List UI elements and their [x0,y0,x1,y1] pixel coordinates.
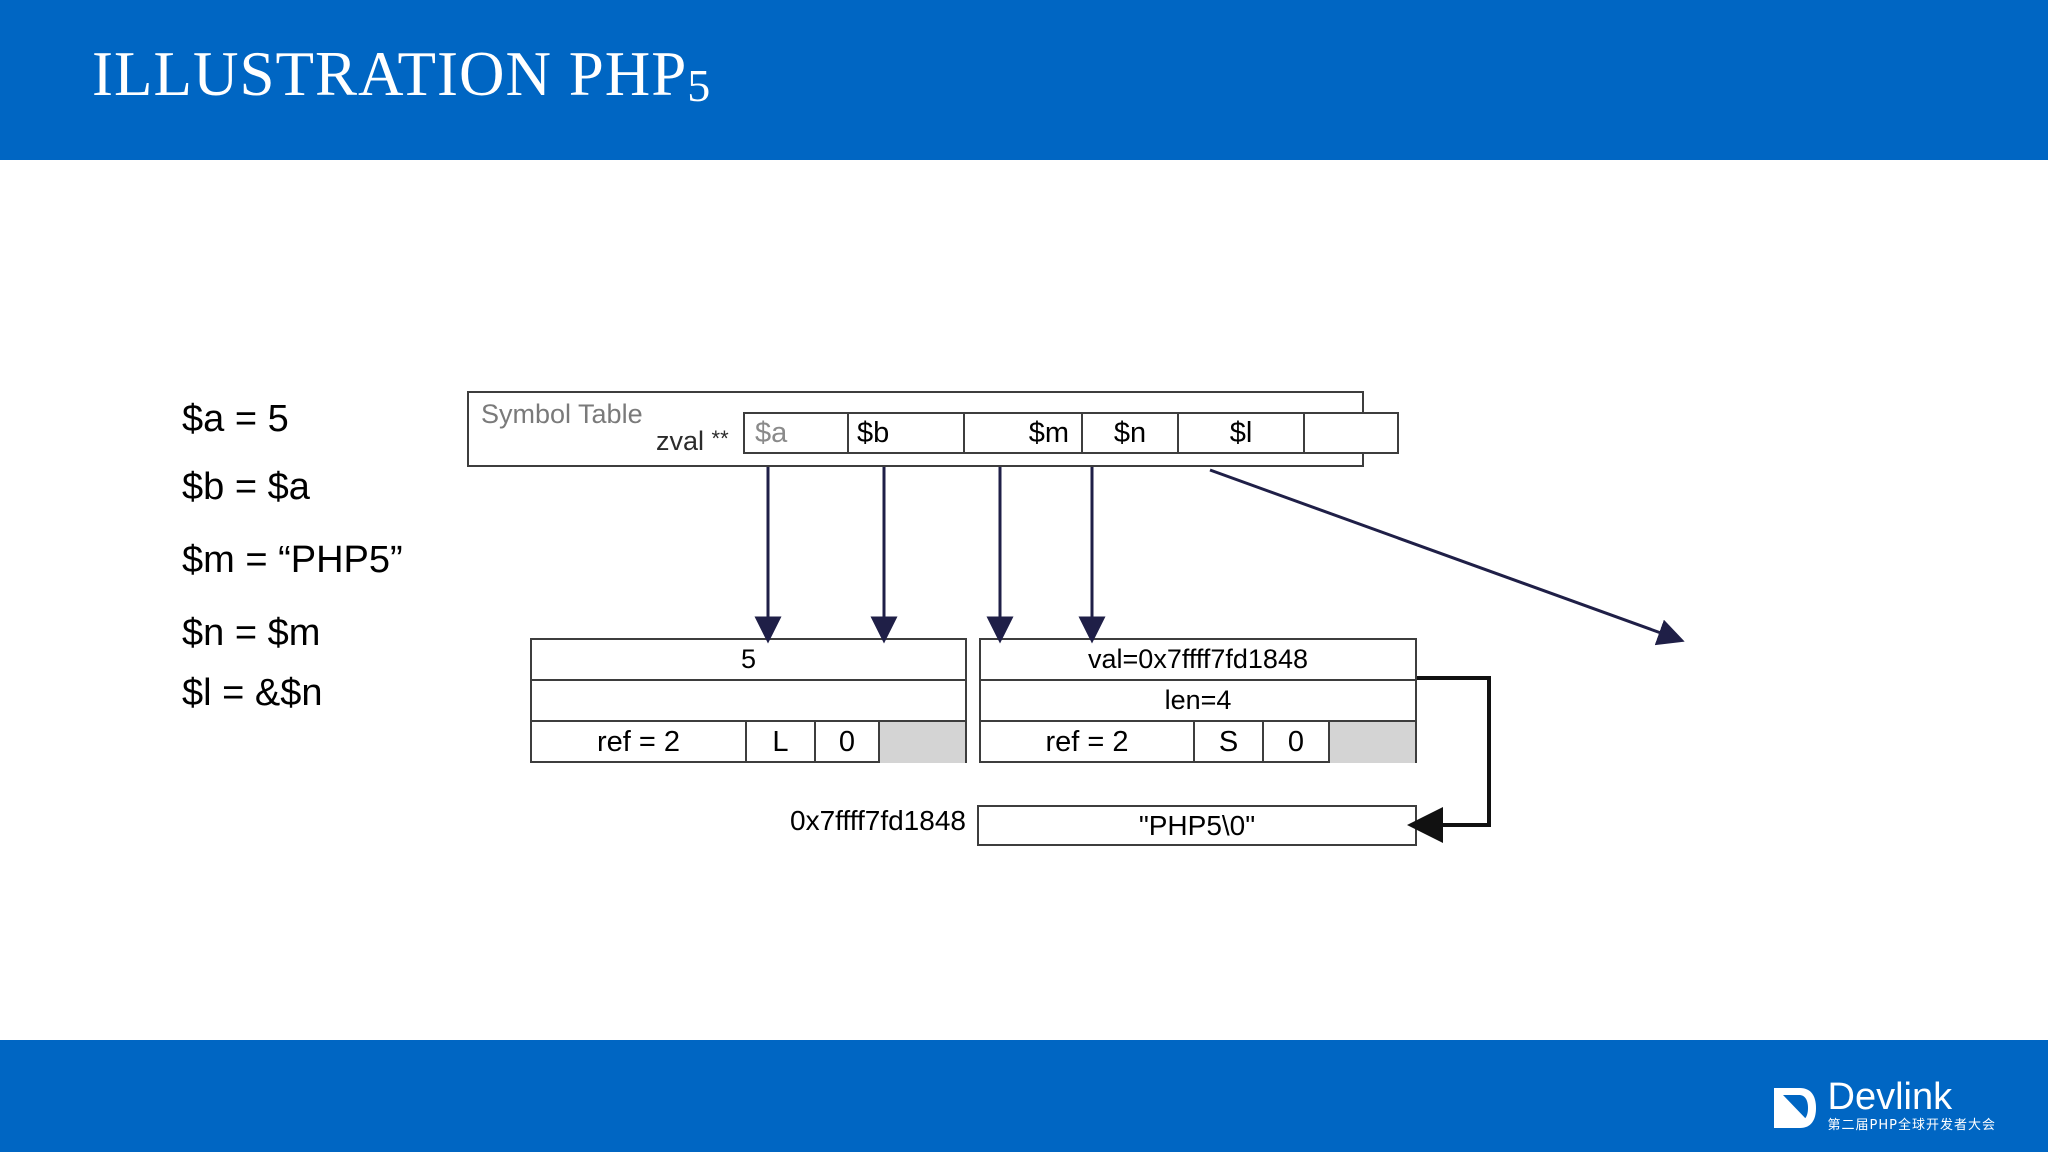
brand-logo: Devlink 第二届PHP全球开发者大会 [1770,1078,1996,1132]
page-title-text: ILLUSTRATION PHP [92,39,688,109]
page-title: ILLUSTRATION PHP5 [92,38,711,111]
symbol-cell-n[interactable]: $n [1081,412,1177,454]
page-title-number: 5 [687,60,712,111]
logo-wordmark: Devlink [1827,1076,1953,1118]
devlink-d-icon [1773,1088,1816,1128]
zval-str-refcount: ref = 2 [981,722,1195,763]
symbol-cell-m[interactable]: $m [963,412,1081,454]
code-line-b: $b = $a [182,466,310,508]
symbol-cell-a[interactable]: $a [743,412,847,454]
string-memory-address: 0x7ffff7fd1848 [790,805,966,836]
zval-int-reserved-cell [880,722,965,763]
zval-int-meta-row: ref = 2 L 0 [532,722,965,763]
zval-str-length-row: len=4 [981,681,1415,722]
zval-pointer-word: zval [656,426,705,456]
code-line-m: $m = “PHP5” [182,539,403,581]
code-line-a: $a = 5 [182,398,289,440]
code-line-l: $l = &$n [182,672,323,714]
zval-str-value-row: val=0x7ffff7fd1848 [981,640,1415,681]
symbol-cell-empty[interactable] [1303,412,1399,454]
zval-pointer-stars: ** [711,426,729,451]
zval-pointer-label: zval ** [656,426,729,457]
zval-int-type-flag: L [747,722,816,763]
zval-str-gc-flag: 0 [1264,722,1330,763]
connector-val-to-string-memory [1407,676,1491,843]
header-band [0,0,2048,160]
symbol-cell-b[interactable]: $b [847,412,963,454]
symbol-table-box: Symbol Table zval ** $a $b $m $n $l [467,391,1399,467]
arrow-l-reference [1209,468,1685,646]
zval-int-second-row [532,681,965,722]
code-line-n: $n = $m [182,612,321,654]
string-memory-box: "PHP5\0" [977,805,1417,846]
zval-str-meta-row: ref = 2 S 0 [981,722,1415,763]
zval-int-gc-flag: 0 [816,722,880,763]
zval-int-refcount: ref = 2 [532,722,747,763]
footer-band [0,1040,2048,1152]
logo-text-column: Devlink 第二届PHP全球开发者大会 [1828,1078,1996,1132]
symbol-table-label: Symbol Table [481,399,643,429]
zval-str-type-flag: S [1195,722,1264,763]
zval-int-value-row: 5 [532,640,965,681]
zval-str-reserved-cell [1330,722,1415,763]
symbol-table-cell-strip: $a $b $m $n $l [743,412,1399,454]
logo-subtitle: 第二届PHP全球开发者大会 [1827,1118,1996,1133]
symbol-cell-l[interactable]: $l [1177,412,1303,454]
zval-box-integer: 5 ref = 2 L 0 [530,638,967,763]
zval-box-string: val=0x7ffff7fd1848 len=4 ref = 2 S 0 [979,638,1417,763]
